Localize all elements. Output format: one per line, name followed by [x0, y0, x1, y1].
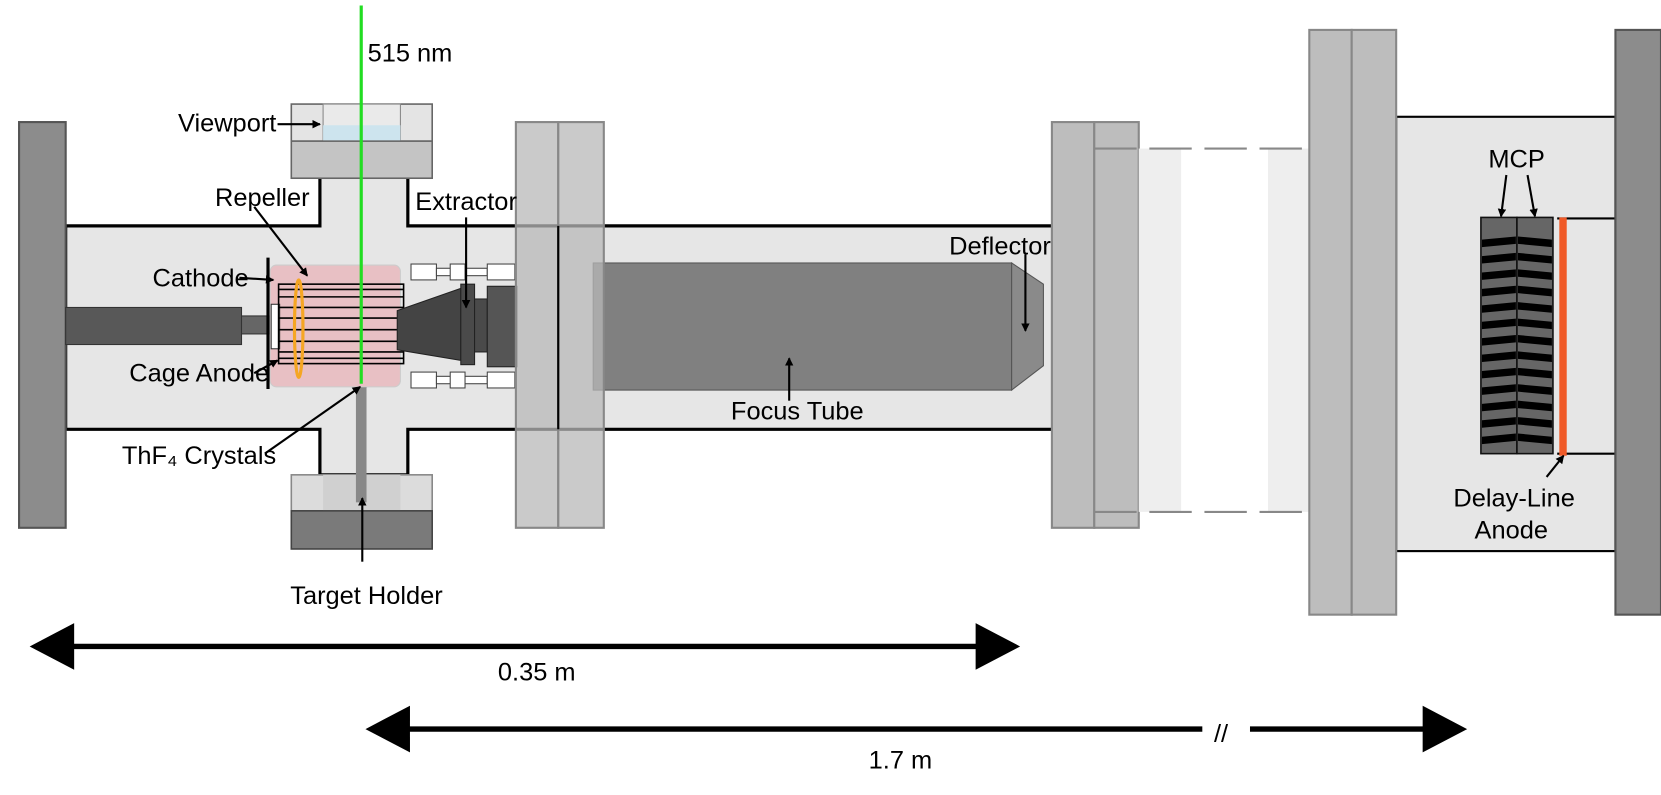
left-end-flange	[18, 121, 67, 529]
svg-text://: //	[1214, 720, 1229, 748]
mcp-channel	[1481, 252, 1516, 264]
cage-anode	[277, 283, 405, 365]
mcp-channel	[1481, 433, 1516, 445]
cathode-plate	[270, 303, 281, 350]
extractor	[396, 263, 518, 389]
mcp-channel	[1481, 384, 1516, 395]
dimension-long: // 1.7 m	[365, 705, 1468, 774]
delay-line-anode	[1559, 217, 1567, 456]
extractor-label: Extractor	[415, 188, 517, 216]
mcp-channel	[1517, 351, 1552, 363]
feedthrough-stub	[240, 315, 271, 335]
mcp-channel	[1481, 302, 1516, 313]
mcp-channel	[1481, 367, 1516, 379]
detector-end-flange	[1614, 28, 1661, 616]
mcp-channel	[1481, 269, 1516, 280]
middle-flange	[514, 121, 605, 529]
mcp-channel	[1481, 318, 1516, 330]
viewport-label: Viewport	[178, 110, 276, 138]
mcp-stack	[1480, 216, 1554, 455]
mcp-channel	[1517, 433, 1552, 445]
drift-tube-break	[1094, 147, 1310, 513]
delay-line-label: Delay-Line	[1453, 485, 1574, 513]
mcp-channel	[1517, 417, 1552, 428]
mcp-channel	[1517, 384, 1552, 395]
svg-text:1.7 m: 1.7 m	[869, 746, 933, 774]
svg-text:0.35 m: 0.35 m	[498, 658, 576, 686]
cathode-label: Cathode	[153, 264, 249, 292]
mcp-channel	[1517, 269, 1552, 280]
mcp-channel	[1517, 252, 1552, 264]
pointer-arrows	[239, 119, 1565, 562]
mcp-channel	[1481, 285, 1516, 297]
focus-tube-label: Focus Tube	[731, 398, 864, 426]
mcp-channel	[1517, 318, 1552, 330]
mcp-channel	[1517, 285, 1552, 297]
target-holder-label: Target Holder	[290, 582, 443, 610]
dimension-short: 0.35 m	[29, 623, 1021, 686]
mcp-channel	[1481, 236, 1516, 248]
mcp-channel	[1481, 351, 1516, 363]
cage-anode-label: Cage Anode	[129, 360, 269, 388]
detector-flange	[1308, 28, 1398, 616]
mcp-channel	[1517, 400, 1552, 412]
mcp-channel	[1481, 400, 1516, 412]
delay-line-label-2: Anode	[1475, 516, 1548, 544]
mcp-channel	[1481, 417, 1516, 428]
repeller-label: Repeller	[215, 184, 310, 212]
mcp-channel	[1517, 236, 1552, 248]
mcp-channel	[1481, 335, 1516, 346]
mcp-channel	[1517, 367, 1552, 379]
mcp-channel	[1517, 302, 1552, 313]
crystals-label: ThF₄ Crystals	[122, 442, 276, 470]
deflector-label: Deflector	[949, 232, 1051, 260]
tube-end-flange	[1050, 121, 1140, 529]
mcp-channel	[1517, 335, 1552, 346]
mcp-label: MCP	[1488, 146, 1544, 174]
cathode-ring	[292, 278, 305, 379]
cathode-feedthrough	[65, 306, 243, 346]
focus-tube	[592, 262, 1013, 391]
laser-label: 515 nm	[368, 40, 453, 68]
